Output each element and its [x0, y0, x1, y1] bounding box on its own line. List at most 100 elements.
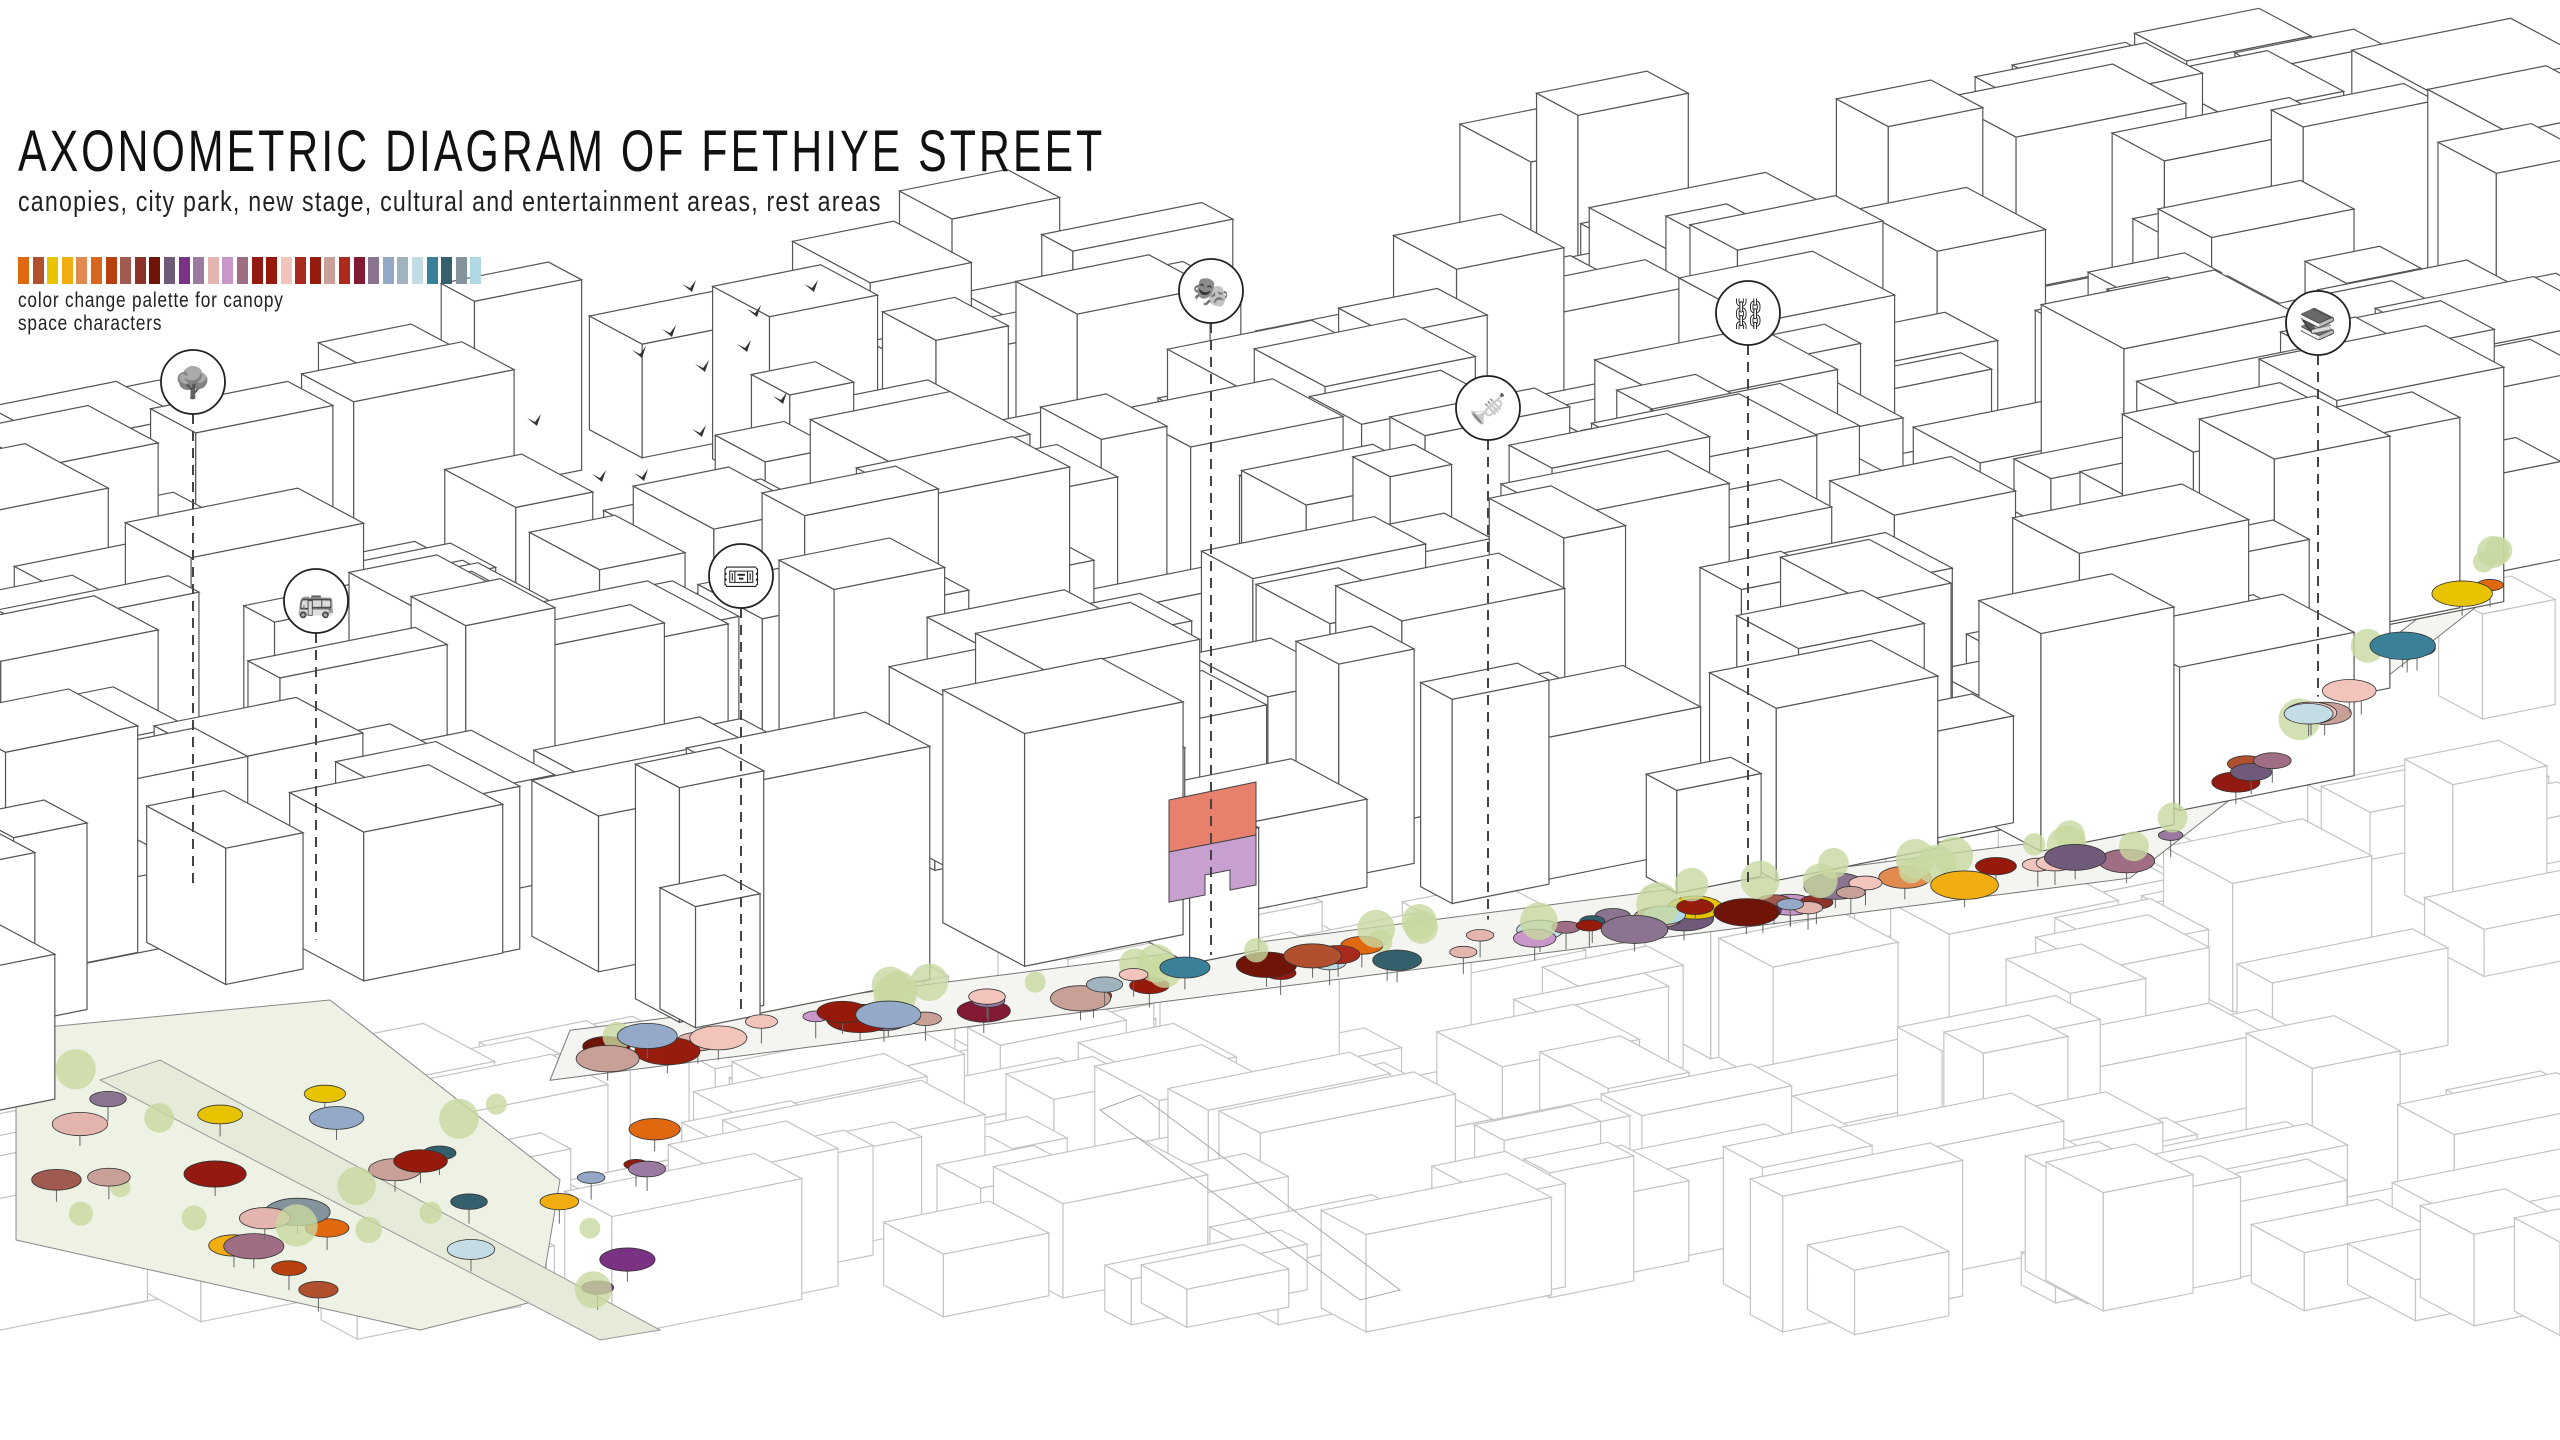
canopy — [1930, 870, 1999, 900]
tree — [68, 1201, 93, 1226]
building-front — [1023, 701, 1184, 968]
palette-swatch — [455, 257, 467, 284]
bird-icon — [632, 346, 646, 358]
canopy — [308, 1106, 365, 1130]
building — [144, 789, 305, 986]
building-roof — [2395, 1072, 2560, 1136]
building-roof — [1139, 1243, 1291, 1290]
tree — [574, 1271, 612, 1309]
icon-glyph: 🎺 — [1469, 391, 1506, 427]
building-roof — [2010, 483, 2251, 555]
stage-building-front — [1168, 834, 1257, 903]
building-roof — [1391, 213, 1566, 270]
building-roof — [1522, 1141, 1636, 1174]
building-roof — [1748, 1142, 1965, 1197]
icon-glyph: 🚌 — [297, 585, 334, 620]
canopy — [183, 1160, 247, 1188]
icon-glyph: 🌳 — [174, 364, 211, 401]
building — [881, 1200, 1051, 1318]
tree — [1674, 867, 1709, 902]
building-front — [363, 803, 504, 982]
building-roof — [880, 296, 1011, 341]
trumpet-icon: 🎺 — [1455, 375, 1521, 920]
canopy — [450, 1193, 488, 1210]
building-roof — [1834, 79, 1985, 128]
palette-swatch — [61, 257, 73, 284]
tree — [337, 1166, 376, 1206]
canopy — [1159, 956, 1211, 979]
theater-masks-icon: 🎭 — [1178, 258, 1244, 955]
canopy — [1848, 875, 1883, 891]
building — [2422, 869, 2560, 978]
bus-icon: 🚌 — [283, 568, 349, 940]
building-roof — [1977, 573, 2176, 635]
building-roof — [1217, 1071, 1458, 1134]
canopy — [968, 988, 1006, 1005]
building-roof — [443, 453, 595, 509]
tree — [2119, 831, 2149, 862]
palette-swatch — [207, 257, 219, 284]
building-roof — [1707, 639, 1940, 709]
new-stage-building — [1168, 781, 1257, 903]
building-roof — [1688, 195, 1885, 251]
building-front — [2481, 598, 2556, 720]
tree — [1802, 863, 1838, 899]
tree — [2484, 536, 2513, 565]
building-roof — [287, 764, 505, 833]
building-roof — [1537, 1035, 1691, 1090]
swing-playground-icon: ⛓ — [1715, 280, 1781, 887]
tree — [275, 1204, 318, 1247]
tree — [1024, 971, 1046, 993]
canopy — [2230, 763, 2273, 782]
tree — [579, 1217, 601, 1239]
palette-swatch — [382, 257, 394, 284]
building-roof — [973, 601, 1202, 671]
bird-icon — [662, 325, 676, 337]
canopy — [1600, 914, 1669, 944]
building — [1644, 756, 1763, 895]
icon-glyph: 🎭 — [1192, 275, 1229, 310]
tree — [1636, 882, 1681, 927]
tree — [485, 1093, 507, 1115]
bird-icon — [634, 469, 648, 481]
palette-swatch — [309, 257, 321, 284]
icon-glyph: 🎟 — [722, 560, 760, 595]
bird-icon — [682, 280, 696, 292]
canopy — [744, 1014, 778, 1029]
icon-circle — [160, 349, 226, 415]
building-roof — [658, 874, 762, 908]
canopy — [298, 1281, 339, 1299]
palette-legend: color change palette for canopy space ch… — [18, 289, 284, 335]
building-roof — [881, 1200, 1051, 1255]
building-roof — [1805, 1225, 1951, 1271]
building-roof — [691, 1052, 929, 1116]
building-roof — [246, 626, 449, 679]
legend-line-2: space characters — [18, 312, 163, 335]
building-roof — [1942, 1014, 2070, 1054]
building-roof — [1351, 443, 1454, 478]
building-roof — [1534, 70, 1691, 116]
building-roof — [1856, 186, 2048, 252]
palette-swatch — [105, 257, 117, 284]
palette-swatch — [163, 257, 175, 284]
building-roof — [1319, 1172, 1554, 1236]
building-roof — [2004, 943, 2148, 995]
building-roof — [409, 577, 557, 627]
building-roof — [777, 537, 947, 591]
palette-swatch — [266, 257, 278, 284]
tree — [2157, 802, 2188, 833]
tree — [1357, 909, 1396, 948]
palette-swatch — [32, 257, 44, 284]
building — [658, 874, 762, 1029]
palette-swatch — [397, 257, 409, 284]
building-roof — [2161, 818, 2374, 885]
palette-swatch — [222, 257, 234, 284]
palette-swatch — [470, 257, 482, 284]
canopy — [1713, 898, 1780, 927]
building-roof — [1418, 662, 1551, 700]
building-roof — [2422, 869, 2560, 930]
building — [287, 764, 505, 982]
palette-swatch — [134, 257, 146, 284]
building-roof — [1644, 756, 1763, 791]
building-roof — [0, 799, 89, 839]
